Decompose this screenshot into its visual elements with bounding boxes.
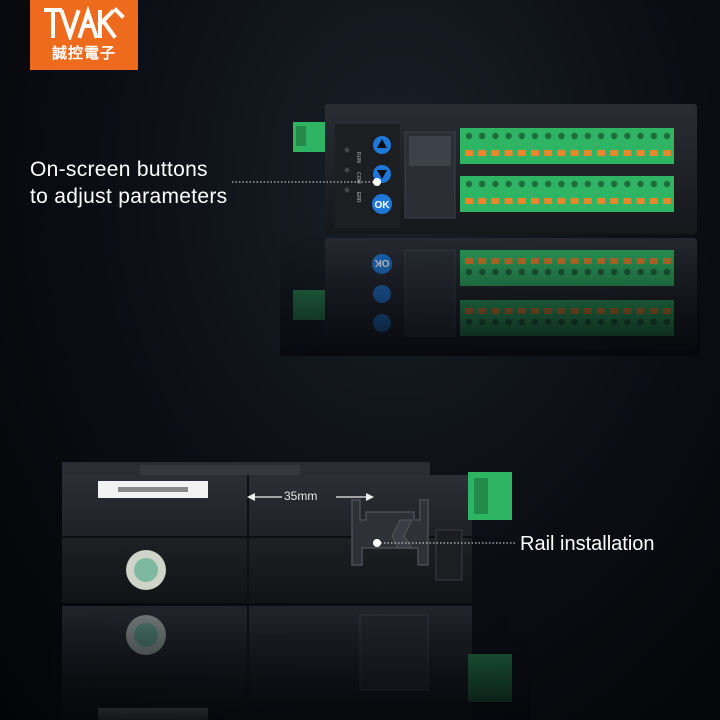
rail-callout: Rail installation (520, 533, 655, 555)
ok-button[interactable] (372, 194, 392, 214)
terminal-blocks (460, 128, 674, 212)
ok-button-label: OK (375, 200, 391, 211)
buttons-callout: On-screen buttons to adjust parameters (30, 156, 227, 210)
up-arrow-icon (377, 139, 387, 148)
brand-logo: 誠控電子 (30, 0, 138, 70)
down-arrow-icon (377, 170, 387, 179)
device-side (62, 462, 515, 603)
status-leds (344, 147, 350, 193)
device-front: RUN COM ERR OK (293, 104, 697, 234)
device-side-reflection (50, 604, 530, 720)
callout-buttons-dot (373, 178, 381, 186)
buttons-callout-line1: On-screen buttons (30, 158, 208, 181)
callout-rail-dot (373, 539, 381, 547)
brand-logo-mark (44, 6, 125, 40)
indicator-run: RUN (355, 152, 361, 163)
indicator-err: ERR (355, 192, 361, 203)
brand-logo-text: 誠控電子 (51, 44, 116, 62)
din-rail-clip (351, 499, 463, 581)
dimension-label: 35mm (284, 489, 318, 503)
buttons-callout-line2: to adjust parameters (30, 185, 228, 208)
indicator-com: COM (355, 172, 361, 184)
device-front-reflection: OK (280, 236, 700, 356)
